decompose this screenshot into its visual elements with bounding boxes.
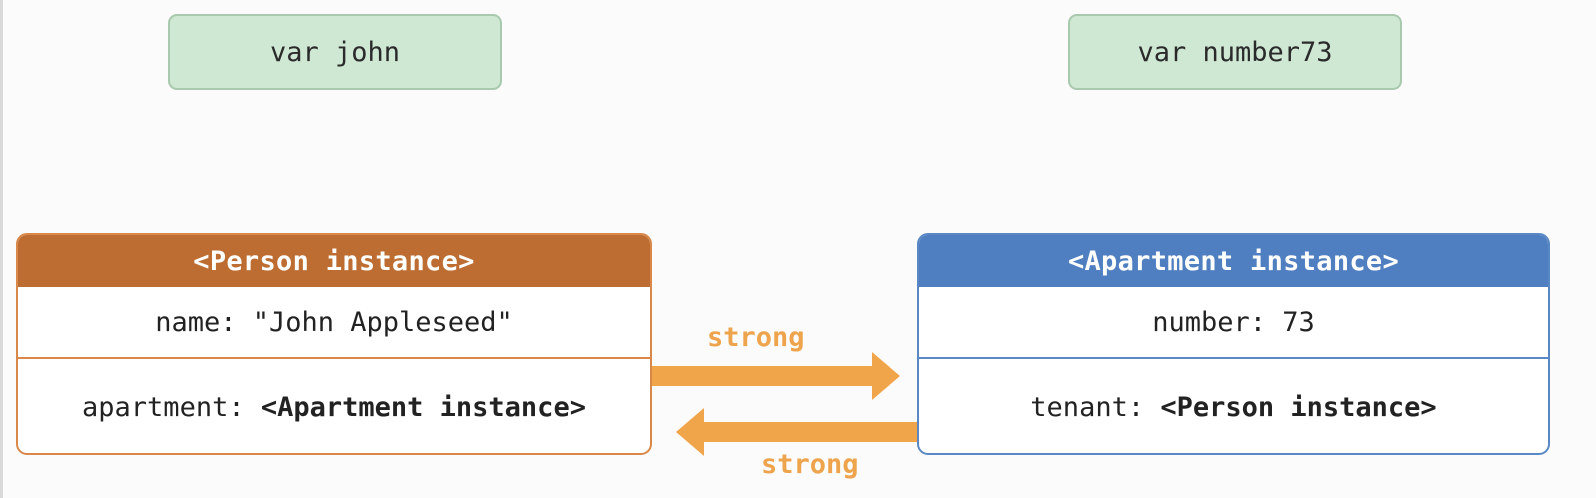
var-john-box: var john (168, 14, 502, 90)
apartment-number-row: number: 73 (919, 287, 1548, 359)
person-apartment-value: <Apartment instance> (260, 391, 586, 423)
apartment-instance-box: <Apartment instance> number: 73 tenant: … (917, 233, 1550, 455)
var-john-label: var john (269, 36, 401, 68)
strong-label-person-to-apartment: strong (707, 322, 805, 353)
apartment-tenant-row: tenant: <Person instance> (919, 359, 1548, 453)
strong-label-apartment-to-person: strong (761, 449, 859, 480)
person-name-row: name: "John Appleseed" (18, 287, 650, 359)
apartment-tenant-value: <Person instance> (1160, 391, 1437, 423)
person-apartment-row: apartment: <Apartment instance> (18, 359, 650, 453)
strong-arrow-left (676, 408, 917, 456)
apartment-instance-header: <Apartment instance> (919, 235, 1548, 287)
person-instance-box: <Person instance> name: "John Appleseed"… (16, 233, 652, 455)
person-apartment-key: apartment: (82, 391, 261, 423)
apartment-tenant-key: tenant: (1030, 391, 1161, 423)
var-number73-label: var number73 (1137, 36, 1333, 68)
var-number73-box: var number73 (1068, 14, 1402, 90)
person-instance-header: <Person instance> (18, 235, 650, 287)
strong-arrow-right (652, 352, 900, 400)
left-edge-divider (0, 0, 3, 498)
